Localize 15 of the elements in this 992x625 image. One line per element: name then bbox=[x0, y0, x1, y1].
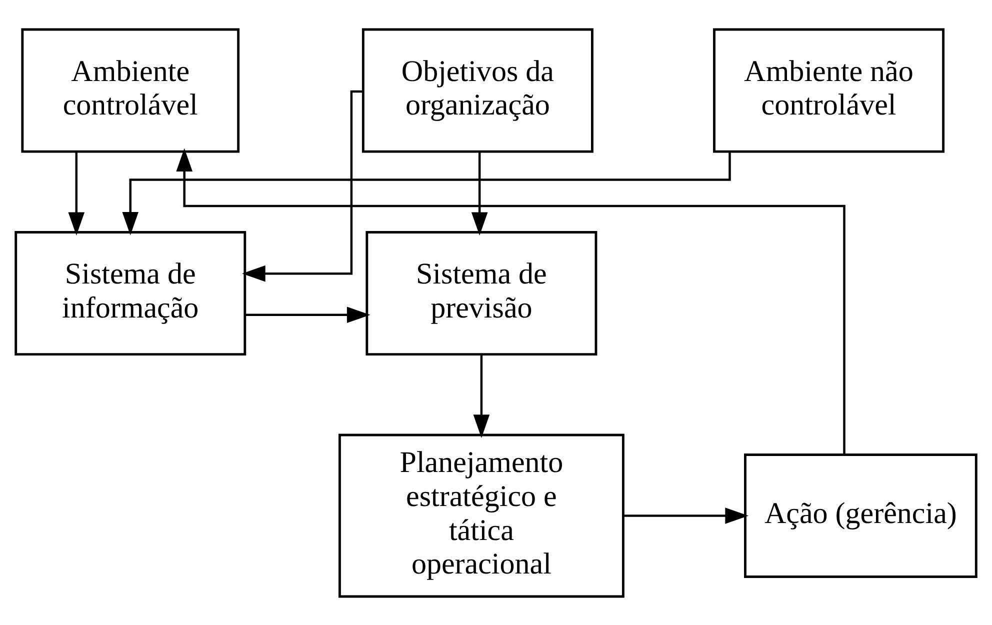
arrow bbox=[176, 148, 846, 454]
node-box: Ação (gerência) bbox=[744, 453, 978, 578]
node-box: Ambiente não controlável bbox=[713, 28, 945, 152]
arrow bbox=[68, 151, 85, 236]
node-box: Objetivos da organização bbox=[362, 28, 594, 152]
arrow bbox=[623, 507, 748, 524]
arrow bbox=[471, 151, 488, 236]
arrow bbox=[473, 354, 490, 438]
node-box: Sistema de previsão bbox=[366, 230, 598, 356]
arrow bbox=[245, 306, 370, 323]
arrow bbox=[122, 151, 731, 235]
node-box: Ambiente controlável bbox=[21, 28, 240, 152]
node-box: Sistema de informação bbox=[14, 230, 246, 356]
arrow bbox=[242, 90, 364, 282]
node-box: Planejamento estratégico e tática operacional bbox=[338, 433, 624, 598]
